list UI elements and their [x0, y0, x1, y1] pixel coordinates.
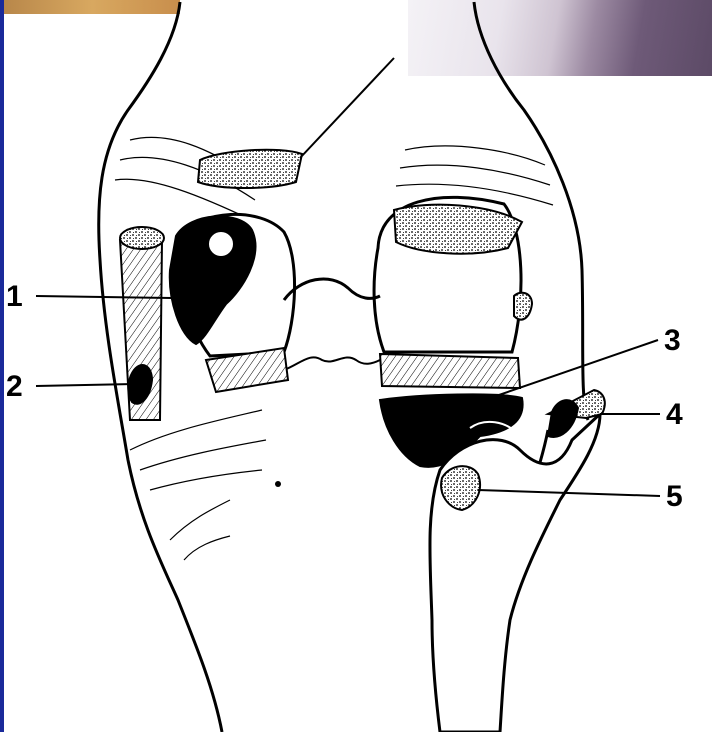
label-3: 3: [664, 324, 681, 357]
label-5: 5: [666, 480, 683, 513]
joint-line: [284, 357, 380, 370]
small-dot: [275, 481, 281, 487]
label-1: 1: [6, 280, 23, 313]
label-4: 4: [666, 398, 683, 431]
cruciate-stump-upper: [198, 58, 394, 188]
meniscus-right: [380, 354, 520, 388]
intercondylar-notch: [284, 279, 380, 300]
stippled-bump-right: [514, 293, 532, 320]
label-2: 2: [6, 370, 23, 403]
tibia: [430, 414, 600, 732]
